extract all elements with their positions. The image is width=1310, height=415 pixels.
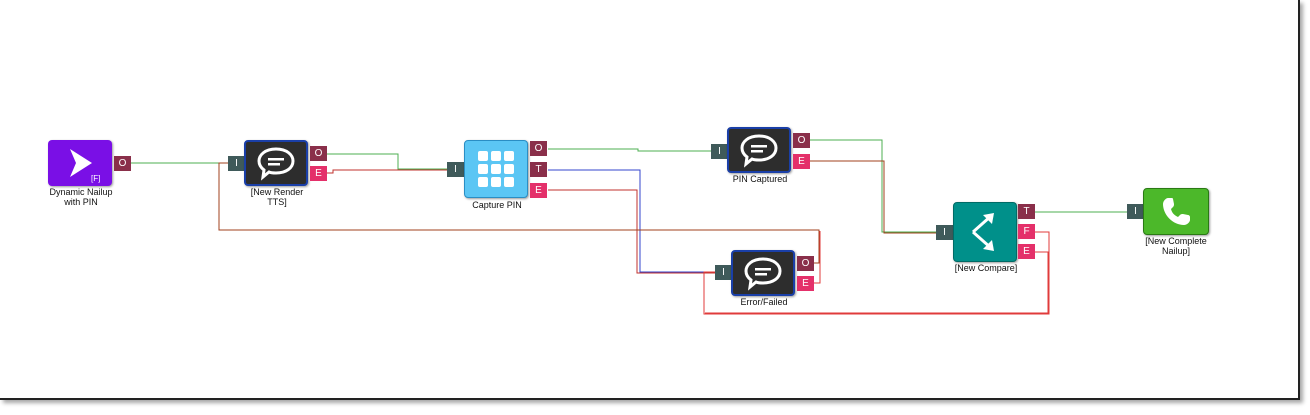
keypad-icon: [478, 151, 514, 187]
error-port-err[interactable]: E: [797, 276, 814, 291]
pincaptured-tile[interactable]: [727, 127, 791, 173]
error-label: Error/Failed: [740, 297, 788, 307]
render-port-err[interactable]: E: [310, 166, 327, 181]
compare-port-err[interactable]: E: [1018, 244, 1035, 259]
capture-port-out[interactable]: O: [530, 141, 547, 156]
wire-render-error-to-capture: [327, 169, 447, 174]
render-port-out[interactable]: O: [310, 146, 327, 161]
wire-capture-error-to-error: [548, 189, 715, 274]
complete-label: [New Complete Nailup]: [1145, 236, 1207, 256]
pincaptured-port-out[interactable]: O: [793, 133, 810, 148]
complete-port-in[interactable]: I: [1127, 204, 1144, 219]
wire-compare-error-to-error: [705, 251, 1049, 314]
complete-tile[interactable]: [1143, 188, 1209, 235]
error-port-in[interactable]: I: [715, 265, 732, 280]
pincaptured-port-in[interactable]: I: [711, 144, 728, 159]
speech-bubble-icon: [744, 257, 782, 291]
wire-error-out-loop: [814, 231, 821, 284]
wire-compare-false-to-error: [703, 231, 1050, 315]
compare-tile[interactable]: [953, 202, 1017, 262]
phone-icon: [1163, 197, 1190, 225]
compare-label: [New Compare]: [954, 263, 1018, 273]
wire-render-loop: [218, 162, 820, 264]
render-tile[interactable]: [244, 140, 308, 186]
compare-port-true[interactable]: T: [1018, 204, 1035, 219]
flow-canvas: [0, 0, 1300, 400]
start-tag: [F]: [91, 174, 101, 183]
capture-tile[interactable]: [464, 140, 528, 198]
chevron-right-icon: [70, 149, 92, 177]
error-tile[interactable]: [731, 250, 795, 296]
capture-port-err[interactable]: E: [530, 183, 547, 198]
wire-pincaptured-error-to-compare: [810, 160, 936, 234]
render-port-in[interactable]: I: [228, 156, 245, 171]
capture-label: Capture PIN: [472, 200, 522, 210]
pincaptured-port-err[interactable]: E: [793, 154, 810, 169]
wire-pincaptured-to-compare: [810, 139, 936, 233]
speech-bubble-icon: [740, 134, 778, 168]
start-tile[interactable]: [48, 140, 112, 186]
wire-capture-to-pincaptured: [548, 148, 711, 152]
start-port-out[interactable]: O: [114, 156, 131, 171]
compare-port-false[interactable]: F: [1018, 224, 1035, 239]
pincaptured-label: PIN Captured: [732, 174, 788, 184]
wire-capture-timeout-to-error: [548, 169, 715, 273]
error-port-out[interactable]: O: [797, 256, 814, 271]
compare-port-in[interactable]: I: [936, 225, 953, 240]
render-label: [New Render TTS]: [250, 187, 304, 207]
branch-arrows-icon: [972, 213, 994, 251]
wire-render-to-capture: [327, 153, 447, 170]
capture-port-in[interactable]: I: [447, 162, 464, 177]
start-label: Dynamic Nailup with PIN: [49, 187, 113, 207]
capture-port-timeout[interactable]: T: [530, 162, 547, 177]
speech-bubble-icon: [257, 147, 295, 181]
